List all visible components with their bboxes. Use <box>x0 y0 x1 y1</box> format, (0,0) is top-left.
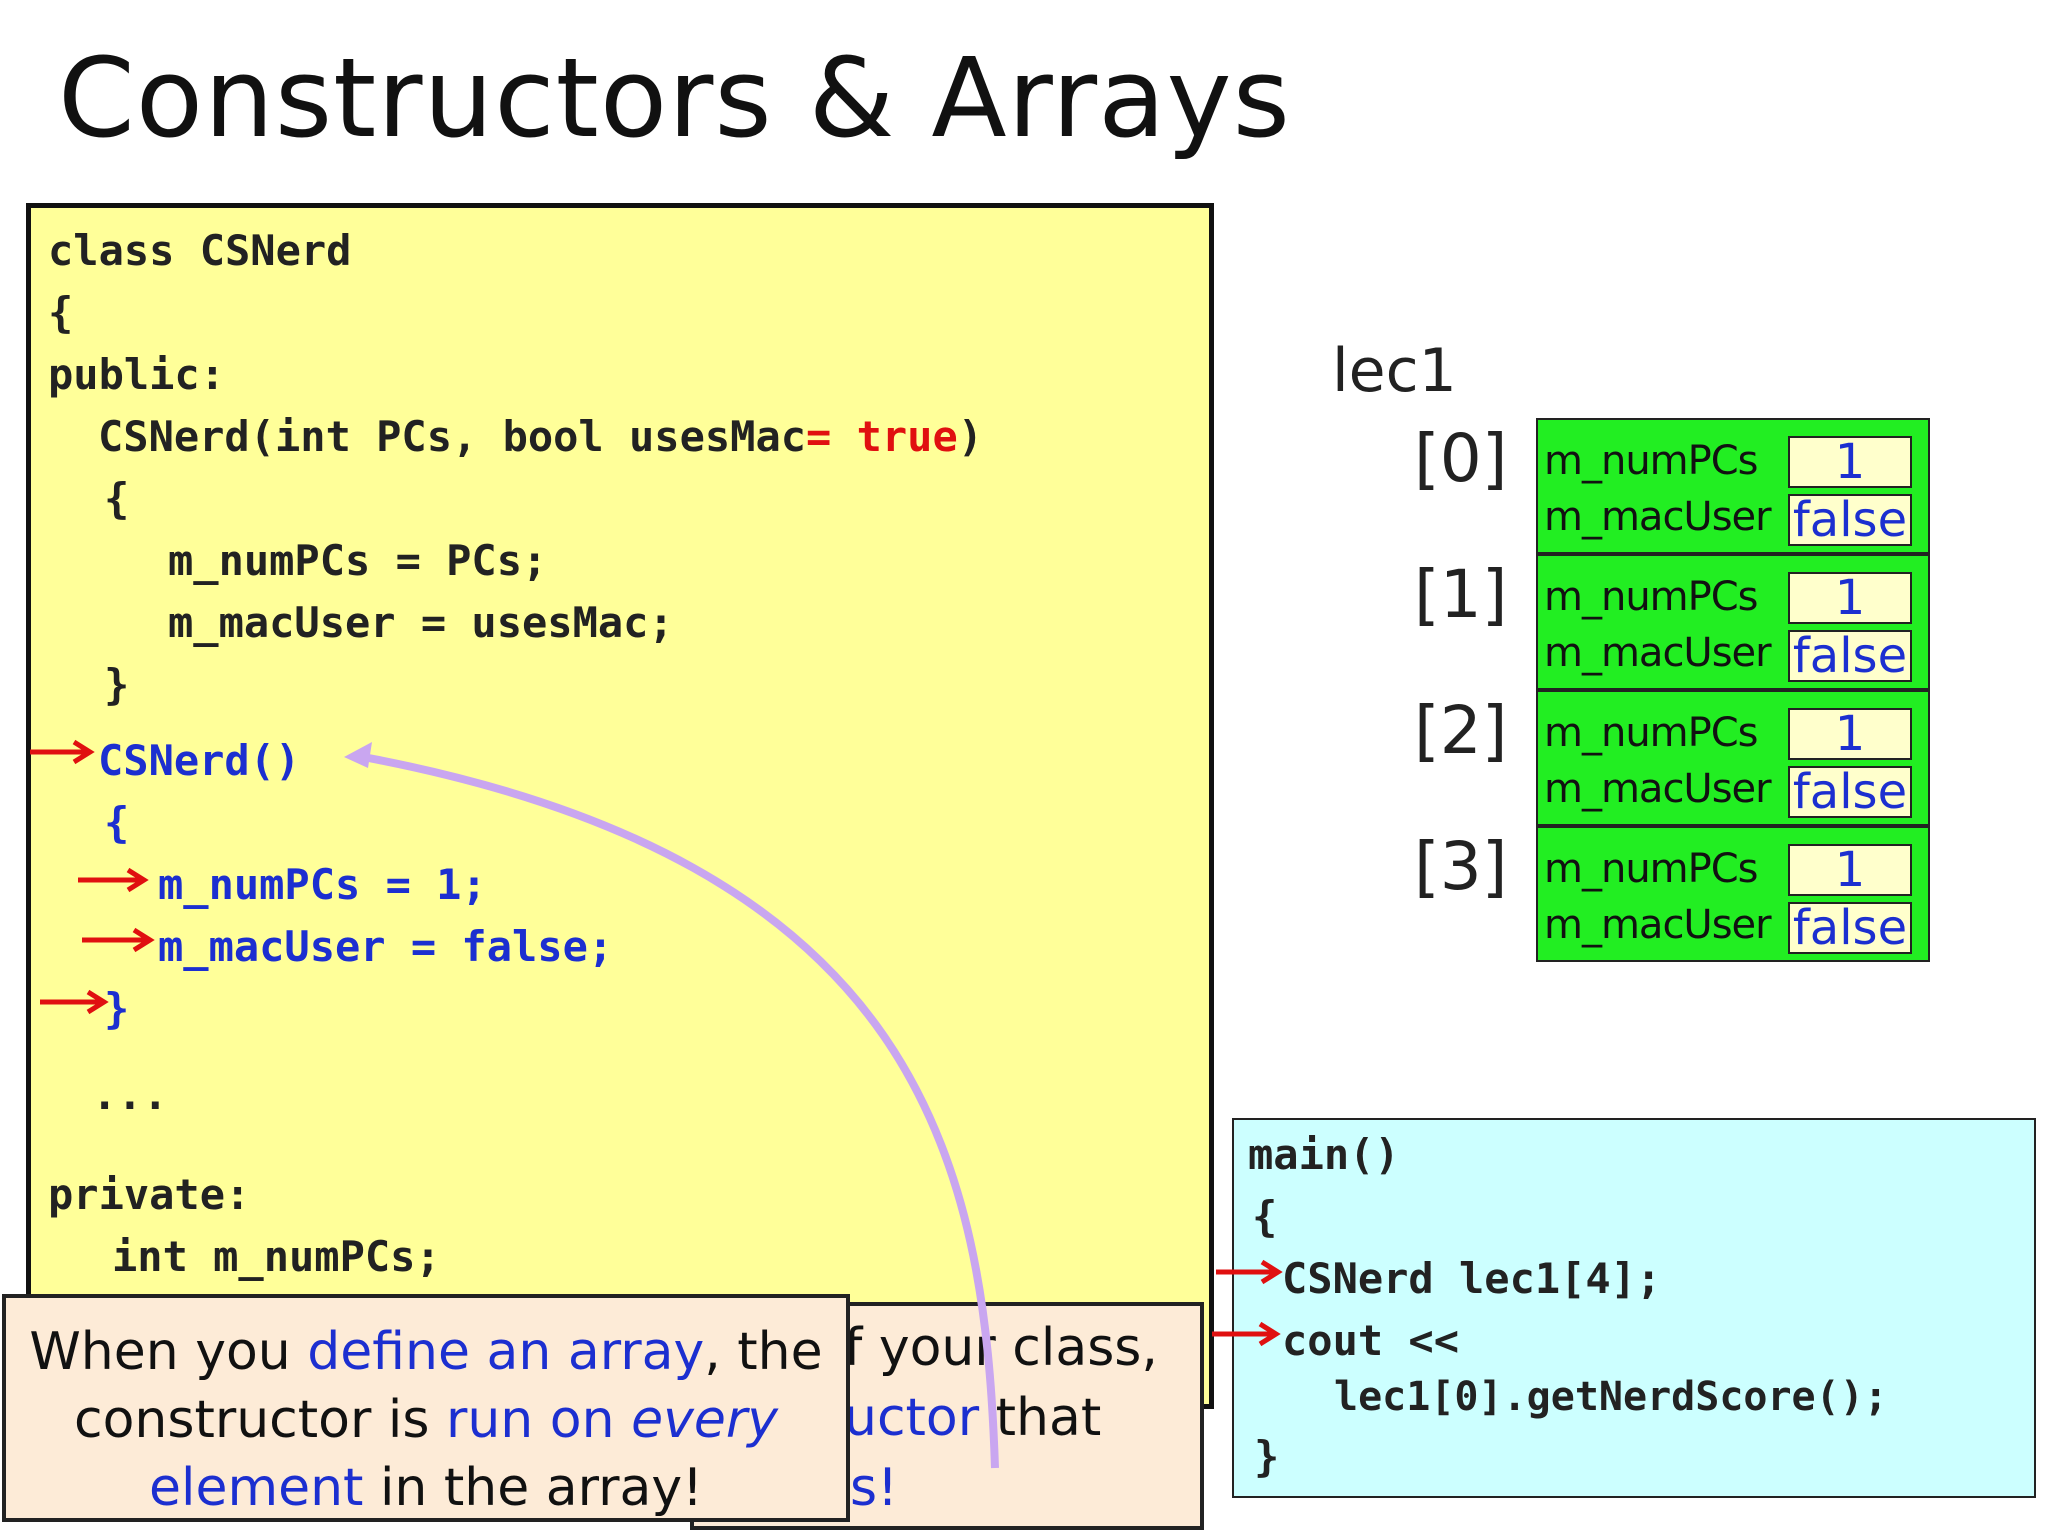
field-name: m_macUser <box>1544 766 1772 812</box>
code-line: int m_numPCs; <box>112 1232 441 1281</box>
field-name: m_numPCs <box>1544 846 1759 892</box>
field-value: false <box>1788 766 1912 818</box>
main-code-line: } <box>1254 1432 1280 1481</box>
connector-curve <box>357 752 999 1469</box>
code-line: public: <box>48 350 226 399</box>
code-line: private: <box>48 1170 251 1219</box>
code-line: { <box>104 474 130 523</box>
field-name: m_numPCs <box>1544 710 1759 756</box>
array-index: [2] <box>1414 692 1508 769</box>
step-arrow-icon <box>1212 1321 1281 1347</box>
array-index: [1] <box>1414 556 1508 633</box>
field-name: m_numPCs <box>1544 438 1759 484</box>
field-value: false <box>1788 902 1912 954</box>
code-line: m_macUser = false; <box>158 922 614 971</box>
callout-back-text: uctor that <box>844 1388 1102 1448</box>
callout-note: When you define an array, the constructo… <box>2 1294 850 1522</box>
default-constructor-line: CSNerd() <box>98 736 301 785</box>
field-value: 1 <box>1788 844 1912 896</box>
callout-line: When you define an array, the <box>29 1322 823 1382</box>
array-index: [0] <box>1414 420 1508 497</box>
array-element-3: m_numPCs 1 m_macUser false <box>1536 826 1930 962</box>
array-index: [3] <box>1414 828 1508 905</box>
code-line: m_macUser = usesMac; <box>168 598 674 647</box>
code-line: { <box>104 798 130 847</box>
code-line: } <box>104 984 130 1033</box>
field-value: 1 <box>1788 572 1912 624</box>
step-arrow-icon <box>78 867 149 893</box>
code-line: m_numPCs = 1; <box>158 860 487 909</box>
step-arrow-icon <box>1216 1259 1283 1285</box>
step-arrow-icon <box>30 739 95 765</box>
connector-arrowhead <box>344 742 372 768</box>
main-code-box <box>1232 1118 2036 1498</box>
callout-back-text: s! <box>850 1458 898 1518</box>
class-code-box <box>26 203 1214 1409</box>
callout-back-text: f your class, <box>844 1318 1158 1378</box>
field-value: 1 <box>1788 708 1912 760</box>
field-value: false <box>1788 630 1912 682</box>
code-line: class CSNerd <box>48 226 352 275</box>
field-name: m_numPCs <box>1544 574 1759 620</box>
field-name: m_macUser <box>1544 902 1772 948</box>
main-code-line: lec1[0].getNerdScore(); <box>1334 1374 1888 1420</box>
main-code-line: CSNerd lec1[4]; <box>1282 1254 1662 1303</box>
code-line: m_numPCs = PCs; <box>168 536 548 585</box>
code-line: { <box>48 288 74 337</box>
main-code-line: main() <box>1248 1130 1400 1179</box>
array-element-0: m_numPCs 1 m_macUser false <box>1536 418 1930 554</box>
callout-line: constructor is run on every <box>74 1390 778 1450</box>
array-name: lec1 <box>1332 336 1457 406</box>
default-value: = true <box>806 412 958 461</box>
array-element-1: m_numPCs 1 m_macUser false <box>1536 554 1930 690</box>
code-line: ... <box>92 1070 168 1119</box>
array-element-2: m_numPCs 1 m_macUser false <box>1536 690 1930 826</box>
field-name: m_macUser <box>1544 630 1772 676</box>
field-value: false <box>1788 494 1912 546</box>
field-name: m_macUser <box>1544 494 1772 540</box>
step-arrow-icon <box>82 927 155 953</box>
slide-title: Constructors & Arrays <box>58 34 1291 162</box>
main-code-line: { <box>1252 1192 1278 1241</box>
step-arrow-icon <box>40 989 109 1015</box>
main-code-line: cout << <box>1282 1316 1460 1365</box>
field-value: 1 <box>1788 436 1912 488</box>
code-line: } <box>104 660 130 709</box>
code-line: CSNerd(int PCs, bool usesMac= true) <box>98 412 984 461</box>
callout-line: element in the array! <box>149 1458 703 1518</box>
